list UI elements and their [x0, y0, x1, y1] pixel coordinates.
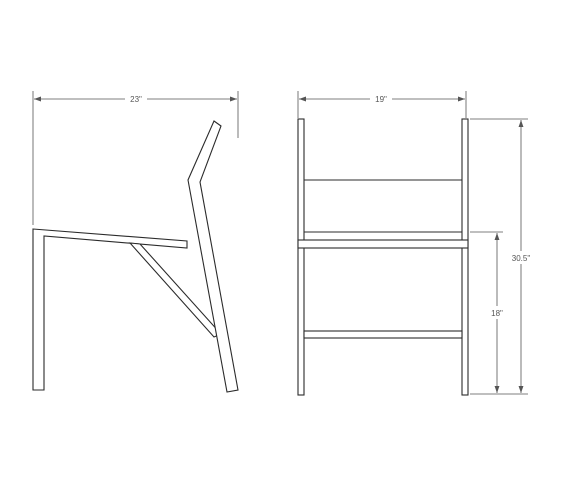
side-depth-dimension: 23" [32, 91, 239, 225]
seat-height-label-bg [489, 306, 506, 319]
front-width-label-bg [370, 92, 392, 104]
seat-height-label: 18" [491, 309, 503, 318]
overall-height-label-bg [509, 251, 533, 264]
side-depth-label: 23" [130, 95, 142, 104]
side-back-leg [187, 120, 239, 393]
front-seat [297, 239, 469, 249]
overall-height-dimension: 30.5" [470, 118, 533, 395]
side-seat-and-front-leg [32, 228, 188, 391]
seat-height-dimension: 18" [470, 231, 506, 393]
front-width-dimension: 19" [297, 91, 467, 118]
front-view: 19" 30.5" 18" [297, 91, 533, 396]
overall-height-label: 30.5" [512, 254, 531, 263]
side-view: 23" [32, 91, 239, 393]
front-width-label: 19" [375, 95, 387, 104]
front-right-leg [461, 118, 469, 396]
front-left-leg [297, 118, 305, 396]
front-lower-stretcher [303, 330, 463, 339]
side-depth-label-bg [125, 92, 147, 104]
